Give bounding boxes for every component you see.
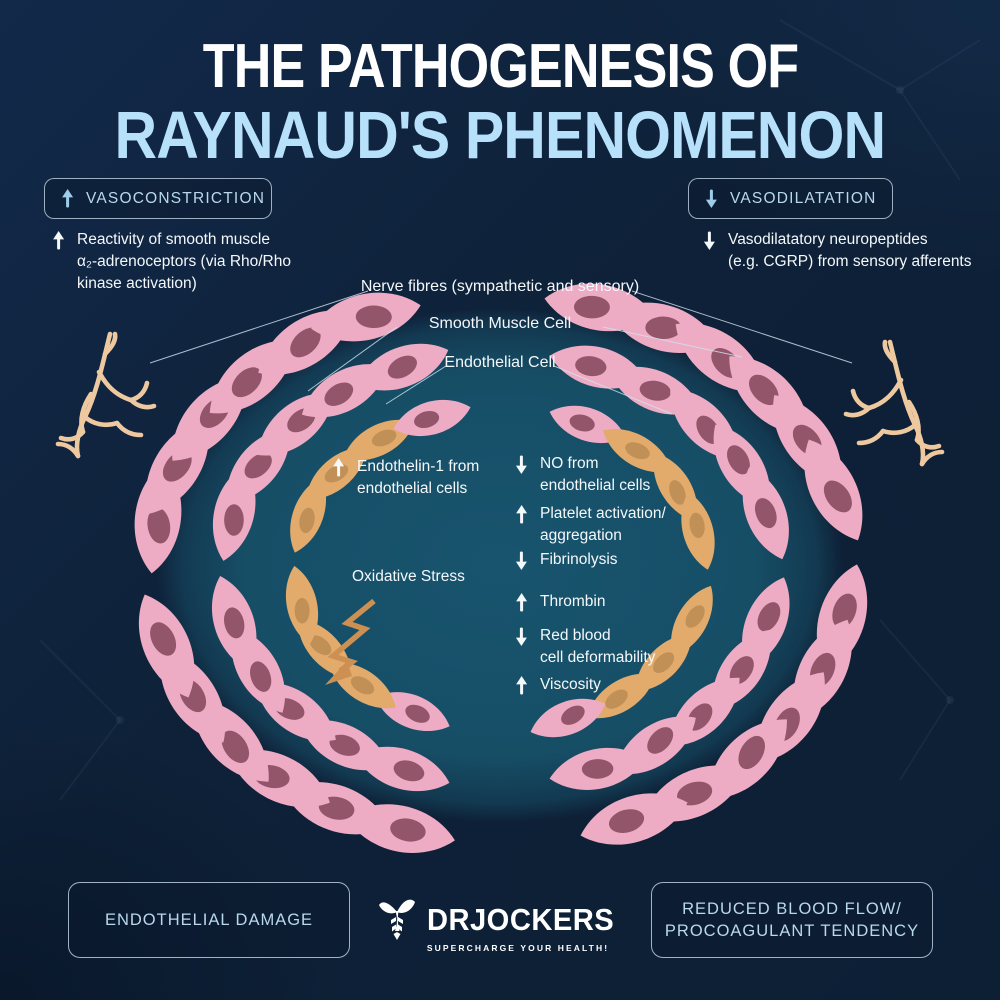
vasoconstriction-note: Reactivity of smooth muscle α₂-adrenocep… bbox=[52, 229, 352, 295]
title-line-2: RAYNAUD'S PHENOMENON bbox=[114, 98, 887, 173]
smooth-muscle-cell bbox=[742, 466, 789, 560]
smooth-muscle-cell bbox=[549, 747, 646, 790]
annotation-viscosity: Viscosity bbox=[515, 674, 715, 696]
smooth-muscle-cell bbox=[580, 793, 688, 845]
title-line-1: THE PATHOGENESIS OF bbox=[202, 32, 798, 101]
smooth-muscle-cell bbox=[393, 400, 471, 436]
down-arrow-icon bbox=[703, 231, 715, 250]
vasoconstriction-note-text: Reactivity of smooth muscle α₂-adrenocep… bbox=[77, 231, 291, 292]
up-arrow-icon bbox=[62, 189, 74, 208]
nerve-fibres-label: Nerve fibres (sympathetic and sensory) bbox=[360, 278, 640, 295]
logo-wordmark: DRJOCKERS bbox=[427, 902, 615, 937]
smooth-muscle-cell bbox=[530, 698, 606, 738]
endothelial-cell-label: Endothelial Cell bbox=[444, 354, 556, 371]
annotation-endothelin: Endothelin-1 from endothelial cells bbox=[332, 456, 522, 500]
sprout-icon bbox=[379, 899, 416, 940]
down-arrow-icon bbox=[515, 455, 527, 474]
annotation-no-text: NO from endothelial cells bbox=[540, 455, 651, 494]
up-arrow-icon bbox=[516, 593, 528, 612]
vasodilatation-note: Vasodilatatory neuropeptides (e.g. CGRP)… bbox=[703, 229, 993, 273]
page-title: THE PATHOGENESIS OF RAYNAUD'S PHENOMENON bbox=[0, 32, 1000, 173]
endothelial-cell bbox=[681, 492, 715, 570]
down-arrow-icon bbox=[705, 189, 717, 208]
annotation-platelet: Platelet activation/ aggregation bbox=[515, 503, 725, 547]
annotation-fibrinolysis-text: Fibrinolysis bbox=[540, 551, 618, 568]
vasodilatation-note-text: Vasodilatatory neuropeptides (e.g. CGRP)… bbox=[728, 231, 972, 270]
reduced-blood-flow-label: REDUCED BLOOD FLOW/ PROCOAGULANT TENDENC… bbox=[664, 899, 920, 940]
oxidative-stress-label: Oxidative Stress bbox=[352, 568, 465, 585]
annotation-thrombin: Thrombin bbox=[515, 591, 715, 613]
endothelial-cell bbox=[587, 673, 656, 719]
endothelial-damage-label: ENDOTHELIAL DAMAGE bbox=[104, 910, 314, 929]
endothelial-cell bbox=[306, 447, 367, 500]
smooth-muscle-cell bbox=[212, 575, 257, 670]
brand-logo: DRJOCKERS SUPERCHARGE YOUR HEALTH! bbox=[0, 898, 1000, 953]
logo-tagline: SUPERCHARGE YOUR HEALTH! bbox=[426, 943, 610, 953]
label-leader-lines bbox=[149, 290, 853, 415]
down-arrow-icon bbox=[515, 627, 527, 646]
annotation-endothelin-text: Endothelin-1 from endothelial cells bbox=[357, 458, 480, 497]
annotation-platelet-text: Platelet activation/ aggregation bbox=[540, 505, 666, 544]
vasodilatation-box: VASODILATATION bbox=[688, 178, 893, 219]
vessel-wall-cells bbox=[134, 283, 868, 853]
background-network-pattern bbox=[39, 19, 981, 801]
up-arrow-icon bbox=[516, 505, 528, 524]
vasoconstriction-label: VASOCONSTRICTION bbox=[86, 189, 266, 207]
oxidative-stress-lightning-icon bbox=[325, 598, 376, 685]
up-arrow-icon bbox=[516, 676, 528, 695]
up-arrow-icon bbox=[53, 231, 65, 250]
endothelial-cell bbox=[285, 565, 319, 645]
annotation-fibrinolysis: Fibrinolysis bbox=[515, 549, 715, 571]
up-arrow-icon bbox=[333, 458, 345, 477]
vasoconstriction-box: VASOCONSTRICTION bbox=[44, 178, 272, 219]
nerve-fibre-left-icon bbox=[58, 334, 154, 456]
annotation-rbc: Red blood cell deformability bbox=[515, 625, 725, 669]
annotation-no: NO from endothelial cells bbox=[515, 453, 715, 497]
vasodilatation-label: VASODILATATION bbox=[730, 189, 877, 207]
smooth-muscle-cell bbox=[356, 343, 449, 391]
down-arrow-icon bbox=[515, 551, 527, 570]
smooth-muscle-cell bbox=[138, 594, 195, 698]
endothelial-damage-box: ENDOTHELIAL DAMAGE bbox=[68, 882, 350, 958]
annotation-thrombin-text: Thrombin bbox=[540, 593, 606, 610]
reduced-blood-flow-box: REDUCED BLOOD FLOW/ PROCOAGULANT TENDENC… bbox=[651, 882, 933, 958]
annotation-viscosity-text: Viscosity bbox=[540, 676, 601, 693]
smooth-muscle-cell bbox=[804, 439, 863, 541]
smooth-muscle-cell-label: Smooth Muscle Cell bbox=[428, 315, 572, 332]
annotation-rbc-text: Red blood cell deformability bbox=[540, 627, 656, 666]
